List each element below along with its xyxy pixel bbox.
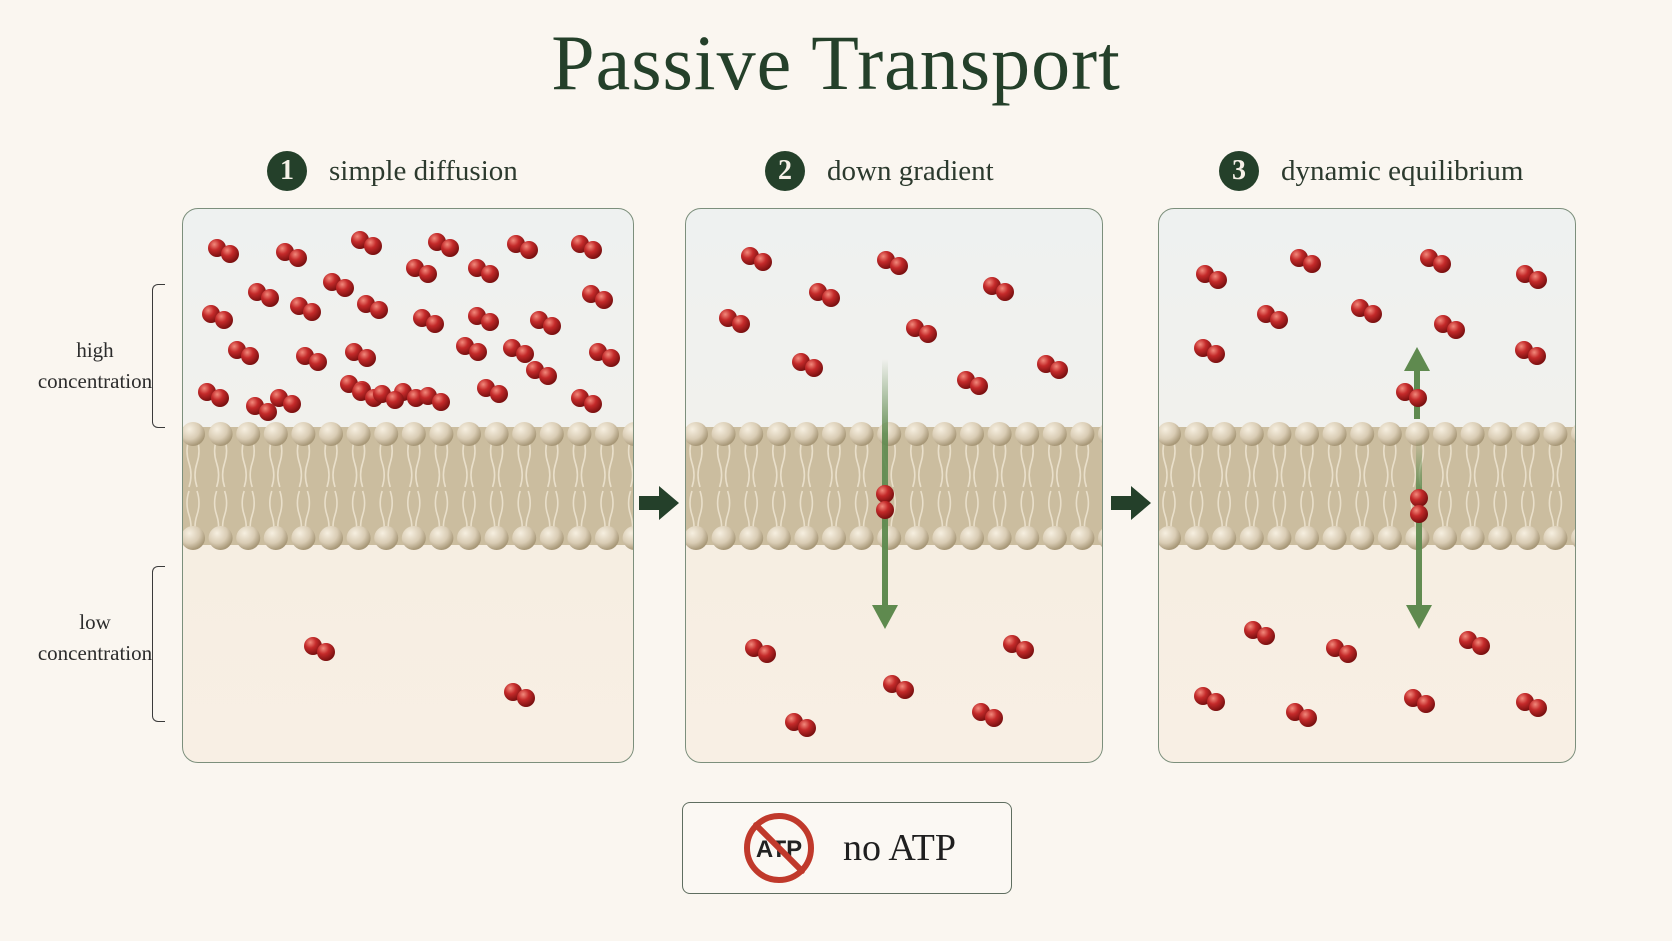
solute-molecule xyxy=(530,311,561,335)
solute-molecule xyxy=(304,637,335,661)
solute-molecule xyxy=(745,639,776,663)
solute-molecule xyxy=(972,703,1003,727)
solute-molecule xyxy=(345,343,376,367)
no-atp-badge: ATP no ATP xyxy=(682,802,1012,894)
solute-molecule xyxy=(1410,489,1428,523)
solute-molecule xyxy=(503,339,534,363)
panel-dynamic-equilibrium xyxy=(1158,208,1576,763)
solute-molecule xyxy=(208,239,239,263)
solute-molecule xyxy=(876,485,894,519)
step-3-number: 3 xyxy=(1219,151,1259,191)
solute-molecule xyxy=(809,283,840,307)
solute-molecule xyxy=(468,259,499,283)
solute-molecule xyxy=(468,307,499,331)
solute-molecule xyxy=(877,251,908,275)
solute-molecule xyxy=(1037,355,1068,379)
solute-molecule xyxy=(270,389,301,413)
panel-simple-diffusion xyxy=(182,208,634,763)
flux-arrow-icon xyxy=(872,359,898,629)
no-atp-label: no ATP xyxy=(843,827,956,869)
solute-molecule xyxy=(290,297,321,321)
solute-molecule xyxy=(198,383,229,407)
solute-molecule xyxy=(582,285,613,309)
solute-molecule xyxy=(323,273,354,297)
solute-molecule xyxy=(248,283,279,307)
low-concentration-label: low concentration xyxy=(37,610,153,665)
solute-molecule xyxy=(957,371,988,395)
lipid-bilayer xyxy=(1159,422,1575,550)
solute-molecule xyxy=(351,231,382,255)
solute-molecule xyxy=(202,305,233,329)
solute-molecule xyxy=(526,361,557,385)
solute-molecule xyxy=(477,379,508,403)
solute-molecule xyxy=(357,295,388,319)
step-3-label: dynamic equilibrium xyxy=(1281,154,1524,187)
solute-molecule xyxy=(296,347,327,371)
solute-molecule xyxy=(983,277,1014,301)
solute-molecule xyxy=(1326,639,1357,663)
solute-molecule xyxy=(428,233,459,257)
solute-molecule xyxy=(792,353,823,377)
solute-molecule xyxy=(1194,339,1225,363)
solute-molecule xyxy=(507,235,538,259)
next-step-arrow-icon xyxy=(639,486,679,520)
solute-molecule xyxy=(504,683,535,707)
step-1-label: simple diffusion xyxy=(329,154,518,187)
high-concentration-bracket xyxy=(152,284,165,428)
solute-molecule xyxy=(571,235,602,259)
flux-arrow-icon xyxy=(1404,347,1430,419)
page-title: Passive Transport xyxy=(551,19,1121,106)
solute-molecule xyxy=(1244,621,1275,645)
solute-molecule xyxy=(571,389,602,413)
solute-molecule xyxy=(741,247,772,271)
solute-molecule xyxy=(1286,703,1317,727)
step-2-number: 2 xyxy=(765,151,805,191)
solute-molecule xyxy=(906,319,937,343)
solute-molecule xyxy=(1396,383,1427,407)
solute-molecule xyxy=(406,259,437,283)
solute-molecule xyxy=(1516,265,1547,289)
solute-molecule xyxy=(246,397,277,421)
next-step-arrow-icon xyxy=(1111,486,1151,520)
solute-molecule xyxy=(228,341,259,365)
solute-molecule xyxy=(373,385,404,409)
solute-molecule xyxy=(1351,299,1382,323)
solute-molecule xyxy=(785,713,816,737)
solute-molecule xyxy=(413,309,444,333)
solute-molecule xyxy=(1420,249,1451,273)
solute-molecule xyxy=(883,675,914,699)
solute-molecule xyxy=(1515,341,1546,365)
lipid-bilayer xyxy=(183,422,633,550)
solute-molecule xyxy=(1459,631,1490,655)
solute-molecule xyxy=(276,243,307,267)
step-2-label: down gradient xyxy=(827,154,994,187)
solute-molecule xyxy=(456,337,487,361)
step-3-header: 3 dynamic equilibrium xyxy=(1219,150,1523,192)
solute-molecule xyxy=(589,343,620,367)
no-atp-icon: ATP xyxy=(744,813,814,883)
low-concentration-bracket xyxy=(152,566,165,722)
high-concentration-label: high concentration xyxy=(37,338,153,393)
lipid-bilayer xyxy=(686,422,1102,550)
solute-molecule xyxy=(719,309,750,333)
solute-molecule xyxy=(1404,689,1435,713)
solute-molecule xyxy=(1257,305,1288,329)
step-2-header: 2 down gradient xyxy=(765,150,994,192)
solute-molecule xyxy=(1196,265,1227,289)
solute-molecule xyxy=(1194,687,1225,711)
solute-molecule xyxy=(1516,693,1547,717)
solute-molecule xyxy=(1290,249,1321,273)
solute-molecule xyxy=(1434,315,1465,339)
solute-molecule xyxy=(419,387,450,411)
step-1-number: 1 xyxy=(267,151,307,191)
step-1-header: 1 simple diffusion xyxy=(267,150,518,192)
panel-down-gradient xyxy=(685,208,1103,763)
solute-molecule xyxy=(1003,635,1034,659)
